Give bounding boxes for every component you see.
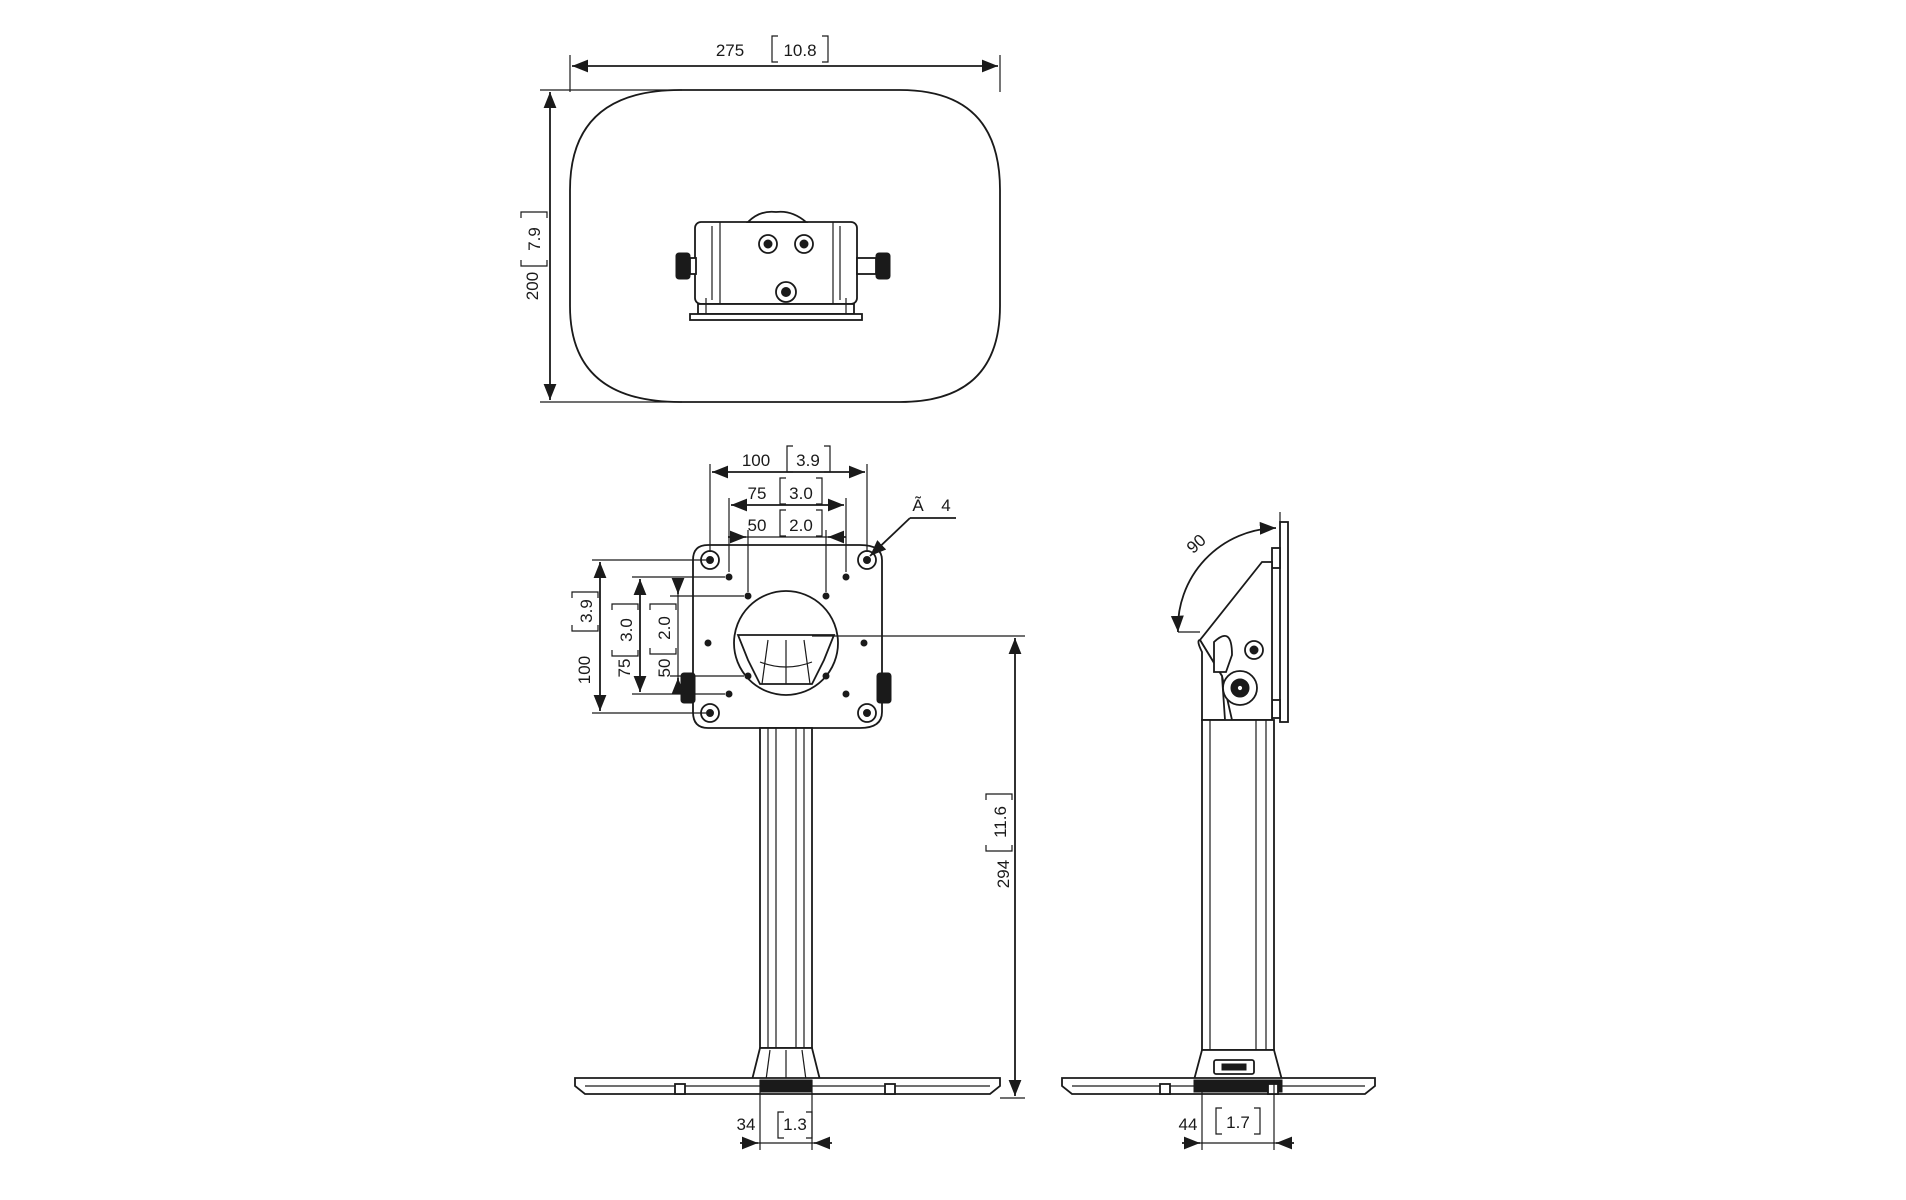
height-in: 11.6	[991, 806, 1010, 838]
vesa-100-v-mm: 100	[575, 656, 594, 684]
vesa-75-v-in: 3.0	[617, 618, 636, 642]
front-column-mm: 34	[737, 1115, 756, 1134]
vesa-100-v-in: 3.9	[577, 599, 596, 623]
vesa-50-horizontal-dimension: 50 2.0	[728, 509, 846, 592]
front-view: 100 3.9 75 3.0 50 2.0	[571, 445, 1025, 1150]
vesa-100-vertical-dimension: 100 3.9	[571, 559, 706, 714]
side-column-in: 1.7	[1226, 1113, 1250, 1132]
vesa-holes	[700, 550, 877, 723]
front-column-in: 1.3	[783, 1115, 807, 1134]
vesa-50-vertical-dimension: 50 2.0	[649, 577, 744, 695]
vesa-50-v-in: 2.0	[655, 616, 674, 640]
side-column	[1201, 719, 1275, 1051]
top-width-in: 10.8	[783, 41, 816, 60]
top-view: 275 10.8 200 7.9	[520, 35, 1001, 403]
top-depth-mm: 200	[523, 272, 542, 300]
vesa-50-h-in: 2.0	[789, 516, 813, 535]
front-column	[750, 727, 822, 1081]
side-column-dimension: 44 1.7	[1179, 1080, 1294, 1150]
vesa-50-h-mm: 50	[748, 516, 767, 535]
top-view-mount-block	[675, 210, 891, 321]
vesa-75-h-in: 3.0	[789, 484, 813, 503]
height-dimension: 294 11.6	[812, 635, 1025, 1099]
top-view-depth-dimension: 200 7.9	[520, 89, 682, 403]
height-mm: 294	[994, 860, 1013, 888]
tilt-angle-deg: 90	[1183, 531, 1210, 558]
vesa-75-v-mm: 75	[615, 659, 634, 678]
front-base	[574, 1077, 1001, 1095]
vesa-100-h-in: 3.9	[796, 451, 820, 470]
side-column-mm: 44	[1179, 1115, 1198, 1134]
hole-diameter-callout: Ã 4	[869, 496, 956, 557]
vesa-75-horizontal-dimension: 75 3.0	[728, 477, 847, 572]
top-depth-in: 7.9	[525, 227, 544, 251]
hole-diameter-symbol: Ã	[912, 496, 924, 515]
top-view-width-dimension: 275 10.8	[569, 35, 1001, 92]
top-width-mm: 275	[716, 41, 744, 60]
side-view: 90 44 1.7	[1061, 512, 1376, 1150]
top-view-base-plate	[569, 89, 1001, 403]
hole-diameter-value: 4	[941, 496, 950, 515]
vesa-100-h-mm: 100	[742, 451, 770, 470]
vesa-100-horizontal-dimension: 100 3.9	[709, 445, 868, 552]
vesa-75-h-mm: 75	[748, 484, 767, 503]
front-column-dimension: 34 1.3	[737, 1080, 832, 1150]
vesa-50-v-mm: 50	[655, 659, 674, 678]
